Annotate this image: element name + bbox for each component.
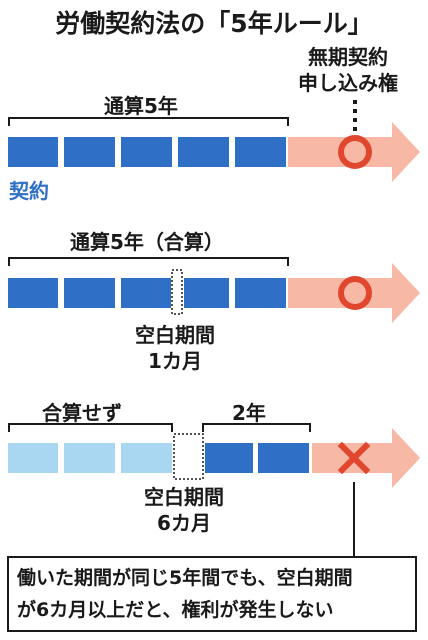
row3-right-label: 2年: [232, 401, 266, 425]
row3-gap-box: [173, 433, 204, 480]
diagram-title: 労働契約法の「5年ルール」: [55, 9, 373, 38]
row1-block-2: [64, 137, 115, 167]
row3-cross-icon: [337, 441, 371, 475]
row3-right-bracket: [202, 423, 311, 432]
row2-gap-label-line-2: 1カ月: [148, 349, 202, 373]
right-annotation-line-2: 申し込み権: [298, 71, 398, 95]
row1-block-3: [121, 137, 172, 167]
row2-block-1: [8, 278, 58, 308]
right-annotation: 無期契約 申し込み権: [278, 44, 418, 96]
row3-block-1: [205, 443, 253, 473]
row1-bracket: [8, 117, 289, 126]
row3-left-label: 合算せず: [42, 401, 122, 425]
row2-block-2: [64, 278, 115, 308]
row2-block-4: [184, 278, 229, 308]
row3-gap-label: 空白期間 6カ月: [119, 484, 249, 536]
note-line-2: が6カ月以上だと、権利が発生しない: [17, 599, 334, 621]
row1-block-1: [8, 137, 58, 167]
row1-arrow: [288, 122, 420, 182]
row1-bracket-label: 通算5年: [104, 94, 178, 118]
row3-light-block-2: [64, 443, 115, 473]
row3-arrow: [312, 428, 420, 488]
row3-block-2: [258, 443, 309, 473]
row1-block-5: [235, 137, 286, 167]
row1-legend: 契約: [9, 179, 49, 203]
row2-bracket-label: 通算5年（合算）: [70, 230, 224, 254]
row2-circle-icon: [338, 276, 372, 310]
row1-block-4: [178, 137, 229, 167]
row3-left-bracket: [8, 423, 173, 432]
row2-arrow: [288, 263, 420, 323]
row3-light-block-3: [121, 443, 172, 473]
row1-circle-icon: [338, 135, 372, 169]
row2-gap-box: [171, 269, 183, 315]
row2-block-5: [235, 278, 286, 308]
row3-light-block-1: [8, 443, 58, 473]
right-annotation-line-1: 無期契約: [308, 45, 388, 69]
row2-gap-label-line-1: 空白期間: [135, 323, 215, 347]
row2-gap-label: 空白期間 1カ月: [110, 322, 240, 374]
row2-block-3: [121, 278, 171, 308]
note-box: 働いた期間が同じ5年間でも、空白期間 が6カ月以上だと、権利が発生しない: [7, 556, 417, 632]
row3-gap-label-line-1: 空白期間: [144, 485, 224, 509]
row2-bracket: [8, 257, 289, 266]
note-line-1: 働いた期間が同じ5年間でも、空白期間: [17, 567, 353, 589]
row3-gap-label-line-2: 6カ月: [157, 511, 211, 535]
